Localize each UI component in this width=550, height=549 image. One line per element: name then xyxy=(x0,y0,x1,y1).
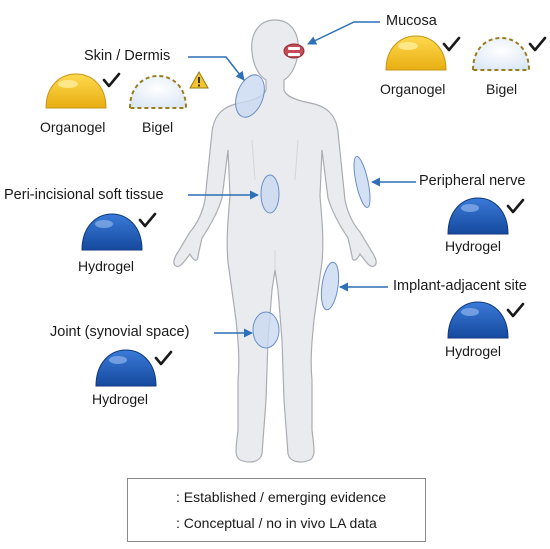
label-mucosa: Mucosa xyxy=(386,13,437,29)
legend-established-text: : Established / emerging evidence xyxy=(176,489,387,505)
legend-conceptual-text: : Conceptual / no in vivo LA data xyxy=(176,515,377,531)
bigel-icon xyxy=(471,36,531,71)
label-organogel-right: Organogel xyxy=(380,81,446,97)
legend: : Established / emerging evidence : Conc… xyxy=(127,478,426,542)
check-icon xyxy=(528,36,547,52)
arrow-mucosa xyxy=(307,21,380,45)
label-hydrogel-implant: Hydrogel xyxy=(445,343,502,359)
label-peripheral-nerve: Peripheral nerve xyxy=(419,173,526,189)
check-icon xyxy=(138,212,157,228)
hydrogel-icon xyxy=(95,349,157,387)
label-hydrogel-peri: Hydrogel xyxy=(78,258,135,274)
arrow-skin-dermis xyxy=(188,56,245,81)
hydrogel-icon xyxy=(447,197,509,235)
organogel-icon xyxy=(385,35,447,71)
label-joint: Joint (synovial space) xyxy=(50,324,190,340)
label-peri-incisional: Peri-incisional soft tissue xyxy=(4,187,164,203)
check-icon xyxy=(442,36,461,52)
site-highlight-shoulder xyxy=(235,74,265,118)
site-highlight-knee xyxy=(252,311,280,349)
site-highlight-abdomen xyxy=(260,174,280,214)
bigel-icon xyxy=(128,74,188,109)
legend-row-established: : Established / emerging evidence xyxy=(128,485,425,509)
label-hydrogel-nerve: Hydrogel xyxy=(445,238,502,254)
check-icon xyxy=(506,198,525,214)
legend-row-conceptual: : Conceptual / no in vivo LA data xyxy=(128,511,425,535)
site-highlight-thigh xyxy=(320,261,340,311)
pointer-arrows xyxy=(188,21,416,338)
check-icon xyxy=(102,72,121,88)
check-icon xyxy=(154,350,173,366)
hydrogel-icon xyxy=(447,301,509,339)
label-bigel-right: Bigel xyxy=(486,81,518,97)
hydrogel-icon xyxy=(81,213,143,251)
check-icon xyxy=(506,302,525,318)
site-highlight-forearm xyxy=(353,156,371,208)
label-implant-adjacent: Implant-adjacent site xyxy=(393,278,527,294)
label-organogel-left: Organogel xyxy=(40,119,106,135)
label-hydrogel-joint: Hydrogel xyxy=(92,391,149,407)
label-skin-dermis: Skin / Dermis xyxy=(84,48,171,64)
warning-icon xyxy=(189,70,209,89)
label-bigel-left: Bigel xyxy=(142,119,174,135)
organogel-icon xyxy=(45,73,107,109)
human-body-figure xyxy=(173,19,377,463)
